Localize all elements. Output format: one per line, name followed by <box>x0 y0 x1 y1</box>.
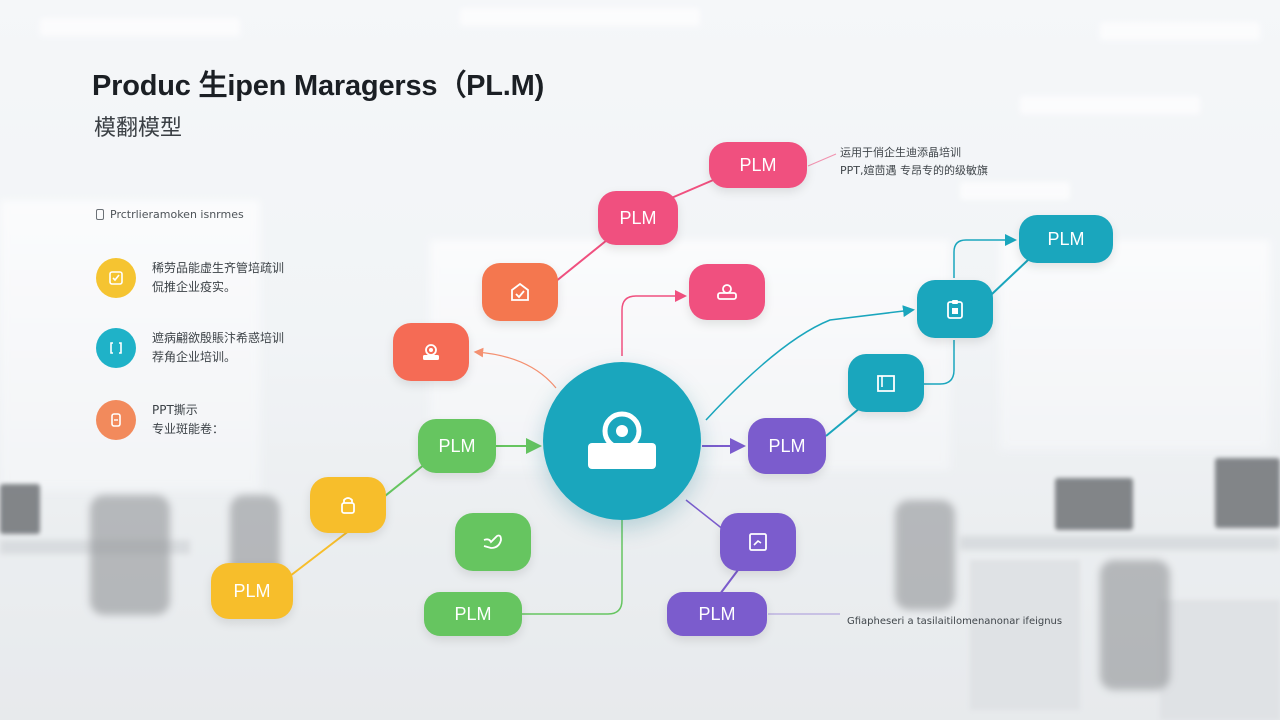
page-subtitle: 模翻模型 <box>94 116 183 141</box>
document-icon <box>96 209 104 220</box>
monitor <box>0 484 40 534</box>
link-orange-pink <box>554 235 613 283</box>
badge-check-icon <box>511 282 529 301</box>
square-check-icon <box>96 258 136 298</box>
node-teal-top-icon[interactable] <box>917 280 993 338</box>
ceiling-light <box>1020 96 1200 114</box>
link-hub-tealicon <box>705 305 915 421</box>
node-orange-icon[interactable] <box>482 263 558 321</box>
node-plm-teal[interactable]: PLM <box>1019 215 1113 263</box>
legend-header: Prctrlieramoken isnrmes <box>96 208 244 221</box>
link-hub-purpleicon <box>685 499 725 531</box>
node-label: PLM <box>698 603 736 624</box>
node-plm-pink[interactable]: PLM <box>598 191 678 245</box>
webcam-icon <box>588 411 656 469</box>
node-label: PLM <box>233 580 271 601</box>
device-icon <box>96 400 136 440</box>
node-label: PLM <box>768 435 806 456</box>
node-label: PLM <box>739 154 777 175</box>
tray-icon <box>717 284 737 300</box>
clipboard-icon <box>947 300 963 319</box>
monitor <box>1215 458 1280 528</box>
node-purple-icon[interactable] <box>720 513 796 571</box>
node-pink-icon[interactable] <box>689 264 765 320</box>
chair <box>895 500 955 610</box>
cabinet <box>1160 600 1280 720</box>
monitor <box>1055 478 1133 530</box>
legend-item-1: 稀劳品能虚生齐管培疏训 侃推企业疫实。 <box>96 258 284 298</box>
link-teal-tealicon <box>924 340 955 385</box>
node-plm-pink-top[interactable]: PLM <box>709 142 807 188</box>
camera-icon <box>423 344 439 360</box>
link-hub-redorange <box>473 347 557 389</box>
node-plm-green-bottom[interactable]: PLM <box>424 592 522 636</box>
node-plm-green[interactable]: PLM <box>418 419 496 473</box>
legend-item-2: 遮病翩欲殷賬汴希惑培训 荐角企业培训。 <box>96 328 284 368</box>
bracket-icon <box>96 328 136 368</box>
link-hub-greenbottom <box>522 520 623 615</box>
chair <box>90 495 170 615</box>
note-top-right-line2: PPT,媗茴遇 专昂专的的级敏旗 <box>840 164 988 177</box>
legend-item-1-line1: 稀劳品能虚生齐管培疏训 <box>152 261 285 275</box>
link-pink-note <box>807 153 837 167</box>
legend-item-3: PPT撕示 专业斑能卷： <box>96 400 224 440</box>
node-label: PLM <box>438 435 476 456</box>
legend-item-2-line2: 荐角企业培训。 <box>152 350 237 364</box>
lock-icon <box>341 497 355 514</box>
node-plm-yellow[interactable]: PLM <box>211 563 293 619</box>
node-green-icon[interactable] <box>455 513 531 571</box>
legend-item-1-line2: 侃推企业疫实。 <box>152 280 237 294</box>
node-yellow-icon[interactable] <box>310 477 386 533</box>
ceiling-light <box>460 8 700 26</box>
link-arrow-plm <box>953 234 1017 278</box>
node-redorange-icon[interactable] <box>393 323 469 381</box>
chair <box>1100 560 1170 690</box>
legend-item-3-line1: PPT撕示 <box>152 403 198 417</box>
page-title: Produc 生ipen Maragerss（PL.M) <box>92 70 545 102</box>
node-label: PLM <box>619 207 657 228</box>
node-label: PLM <box>454 603 492 624</box>
legend-header-text: Prctrlieramoken isnrmes <box>110 208 244 221</box>
legend-item-2-line1: 遮病翩欲殷賬汴希惑培训 <box>152 331 285 345</box>
cabinet <box>970 560 1080 710</box>
legend-item-3-line2: 专业斑能卷： <box>152 422 225 436</box>
hand-icon <box>483 534 502 549</box>
ceiling-light <box>40 18 240 36</box>
node-teal-icon[interactable] <box>848 354 924 412</box>
note-top-right-line1: 运用于俏企生迪添晶培训 <box>840 146 961 159</box>
link-purple-teal <box>825 407 861 437</box>
hub-node[interactable] <box>543 362 701 520</box>
node-label: PLM <box>1047 228 1085 249</box>
node-plm-purple[interactable]: PLM <box>748 418 826 474</box>
link-plmyellow-yellow <box>289 529 351 577</box>
link-purpleicon-purple <box>719 569 739 595</box>
link-hub-pinkicon <box>621 290 687 356</box>
note-top-right: 运用于俏企生迪添晶培训 PPT,媗茴遇 专昂专的的级敏旗 <box>840 144 988 180</box>
window <box>1000 240 1270 450</box>
desk <box>960 536 1280 550</box>
node-plm-purple-bottom[interactable]: PLM <box>667 592 767 636</box>
flag-icon <box>877 375 895 392</box>
ceiling-light <box>1100 22 1260 40</box>
note-bottom-right: Gfiapheseri a tasilaitilomenanonar ifeig… <box>847 616 1063 627</box>
ceiling-light <box>960 182 1070 200</box>
link-tealicon-plm <box>991 259 1029 295</box>
chart-box-icon <box>749 533 767 551</box>
